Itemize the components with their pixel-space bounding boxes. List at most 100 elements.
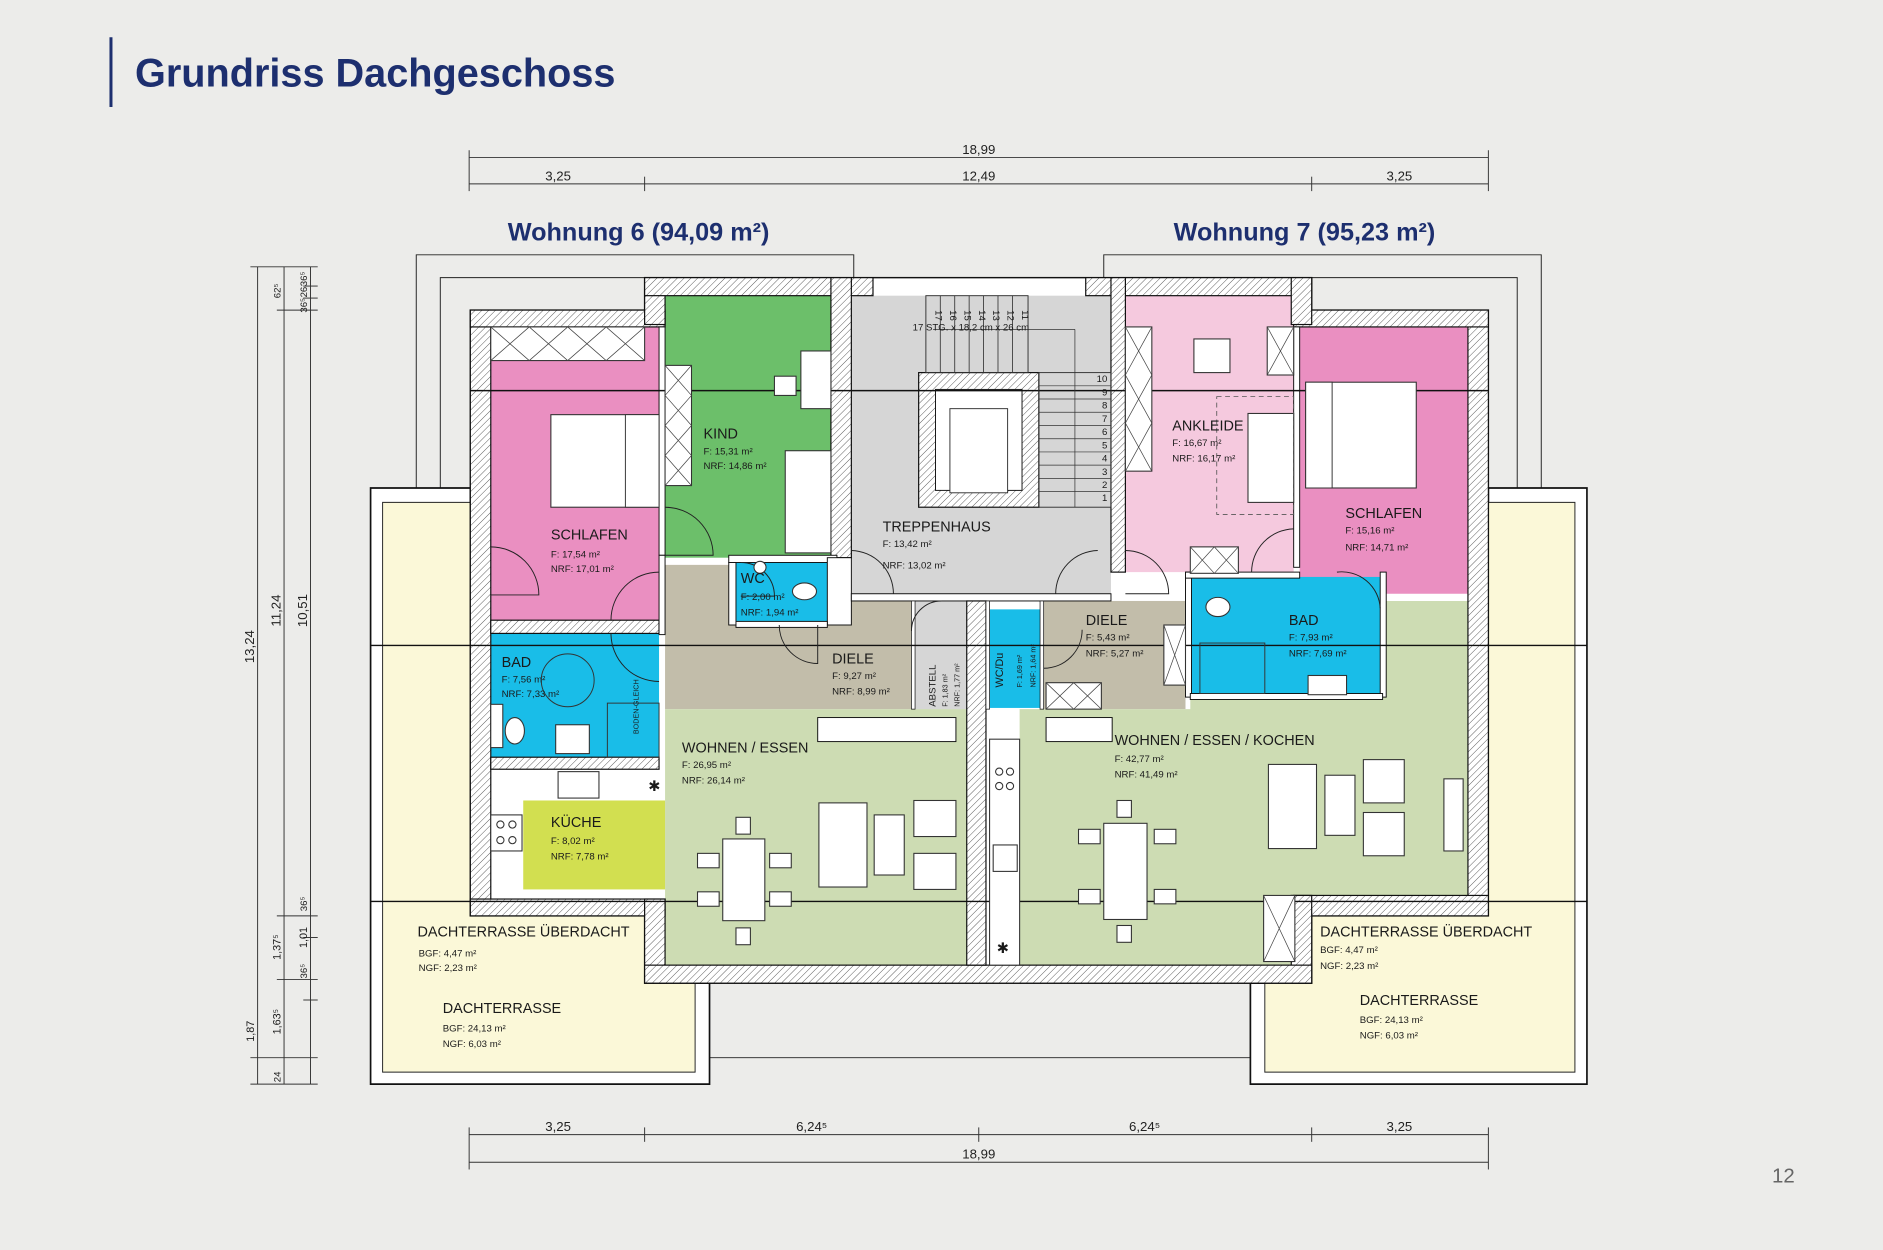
- label-treppenhaus: TREPPENHAUS: [883, 519, 991, 535]
- dim-left-c1: 62⁵: [272, 284, 283, 299]
- label-schlafen-7: SCHLAFEN: [1345, 506, 1422, 522]
- wheelchair-symbol: [540, 653, 595, 708]
- armchair: [913, 799, 957, 838]
- armchair: [1362, 759, 1405, 804]
- sofa: [1247, 412, 1295, 503]
- label-ankleide: ANKLEIDE: [1172, 418, 1243, 434]
- walk-in-shower: [1199, 642, 1266, 694]
- label-wohnen-6: WOHNEN / ESSEN: [682, 740, 808, 756]
- area-schlafen-7: F: 15,16 m²: [1345, 526, 1395, 537]
- label-kueche: KÜCHE: [551, 813, 601, 831]
- snowflake-icon: ✱: [997, 941, 1009, 957]
- washbasin: [555, 724, 590, 755]
- dim-bottom-seg2: 6,24⁵: [796, 1119, 827, 1134]
- dim-left-d3: 1,01: [298, 927, 310, 948]
- dim-left-e2: 1,63⁵: [271, 1009, 283, 1034]
- nrf-diele-7: NRF: 5,27 m²: [1086, 648, 1144, 659]
- label-terrasse-ueberdacht-left: DACHTERRASSE ÜBERDACHT: [417, 922, 629, 940]
- label-schlafen-6: SCHLAFEN: [551, 528, 628, 544]
- ngf-terrasse-ueberdacht-right: NGF: 2,23 m²: [1320, 961, 1379, 972]
- dim-bottom-seg4: 3,25: [1387, 1119, 1413, 1134]
- top-dimension-lines: [468, 150, 1489, 192]
- area-wcdu: F: 1,69 m²: [1015, 654, 1024, 687]
- area-wohnen-7: F: 42,77 m²: [1115, 754, 1165, 765]
- stair-step-17: 17: [932, 310, 943, 321]
- area-abstell: F: 1,83 m²: [941, 673, 950, 706]
- dim-bottom-seg3: 6,24⁵: [1129, 1119, 1160, 1134]
- dining-table: [1103, 822, 1148, 921]
- area-treppenhaus: F: 13,42 m²: [883, 539, 933, 550]
- dim-top-total: 18,99: [962, 142, 995, 157]
- nrf-treppenhaus: NRF: 13,02 m²: [883, 561, 947, 572]
- page-title: Grundriss Dachgeschoss: [135, 52, 615, 96]
- nrf-wcdu: NRF: 1,64 m²: [1028, 644, 1037, 688]
- stair-step-9: 9: [1102, 387, 1107, 398]
- left-dimension-lines: [250, 266, 318, 1085]
- area-bad-7: F: 7,93 m²: [1289, 633, 1334, 644]
- stairs-note: 17 STG. x 18,2 cm x 26 cm: [913, 323, 1029, 334]
- furniture: ✱ ✱: [490, 326, 1464, 966]
- label-wc-6: WC: [741, 571, 765, 587]
- stair-step-6: 6: [1102, 427, 1107, 438]
- stair-step-4: 4: [1102, 454, 1108, 465]
- dim-bottom-seg1: 3,25: [545, 1119, 571, 1134]
- ngf-terrasse-right: NGF: 6,03 m²: [1360, 1030, 1419, 1041]
- toilet: [504, 717, 525, 745]
- room-wcdu: [989, 609, 1041, 708]
- washbasin: [1307, 674, 1348, 696]
- area-diele-6: F: 9,27 m²: [832, 671, 877, 682]
- apartment-6-heading: Wohnung 6 (94,09 m²): [508, 218, 770, 246]
- walk-in-shower: [606, 702, 660, 758]
- label-wcdu: WC/Du: [994, 653, 1006, 688]
- dim-top-right: 3,25: [1387, 168, 1413, 183]
- bgf-terrasse-right: BGF: 24,13 m²: [1360, 1015, 1424, 1026]
- stair-step-8: 8: [1102, 401, 1107, 412]
- label-diele-6: DIELE: [832, 651, 874, 667]
- ngf-terrasse-ueberdacht-left: NGF: 2,23 m²: [419, 963, 478, 974]
- dim-top-left: 3,25: [545, 168, 571, 183]
- dim-left-a: 11,24: [268, 595, 283, 627]
- label-bad-6: BAD: [502, 655, 532, 671]
- nrf-kind: NRF: 14,86 m²: [704, 461, 768, 472]
- sink: [992, 844, 1018, 872]
- label-abstell: ABSTELL: [927, 664, 938, 707]
- label-diele-7: DIELE: [1086, 613, 1128, 629]
- nrf-wohnen-7: NRF: 41,49 m²: [1115, 770, 1179, 781]
- ngf-terrasse-left: NGF: 6,03 m²: [443, 1039, 502, 1050]
- cooktop: [490, 814, 523, 852]
- nrf-bad-6: NRF: 7,33 m²: [502, 689, 560, 700]
- stair-step-15: 15: [961, 310, 972, 321]
- label-wohnen-7: WOHNEN / ESSEN / KOCHEN: [1115, 733, 1315, 749]
- stair-step-10: 10: [1097, 374, 1108, 385]
- sink: [557, 771, 600, 799]
- nrf-abstell: NRF: 1,77 m²: [953, 663, 962, 707]
- single-bed: [784, 450, 832, 554]
- wardrobe-diele: [1045, 682, 1102, 710]
- area-bad-6: F: 7,56 m²: [502, 675, 547, 686]
- label-bad-7: BAD: [1289, 613, 1319, 629]
- dim-left-e1: 1,87: [245, 1021, 257, 1042]
- label-terrasse-ueberdacht-right: DACHTERRASSE ÜBERDACHT: [1320, 922, 1532, 940]
- dim-left-c4: 36⁵: [299, 298, 310, 313]
- armchair: [1362, 811, 1405, 857]
- room-abstell: [915, 600, 970, 710]
- dim-left-overall: 13,24: [242, 630, 257, 663]
- dim-bottom-total: 18,99: [962, 1147, 995, 1162]
- dim-left-d1: 1,37⁵: [271, 934, 283, 959]
- stair-step-1: 1: [1102, 493, 1107, 504]
- dim-left-d4: 36⁵: [299, 964, 310, 979]
- toilet: [1205, 596, 1231, 618]
- bgf-terrasse-ueberdacht-right: BGF: 4,47 m²: [1320, 945, 1378, 956]
- stair-step-7: 7: [1102, 414, 1107, 425]
- dim-left-c3: 26: [299, 287, 310, 298]
- nrf-ankleide: NRF: 16,17 m²: [1172, 454, 1236, 465]
- label-terrasse-left: DACHTERRASSE: [443, 1001, 561, 1017]
- area-wc-6: F: 2,00 m²: [741, 592, 786, 603]
- dining-table: [722, 838, 766, 922]
- area-diele-7: F: 5,43 m²: [1086, 633, 1131, 644]
- desk: [800, 350, 832, 410]
- wardrobe-kind: [664, 364, 693, 487]
- label-kind: KIND: [704, 427, 738, 443]
- wardrobe: [490, 326, 646, 362]
